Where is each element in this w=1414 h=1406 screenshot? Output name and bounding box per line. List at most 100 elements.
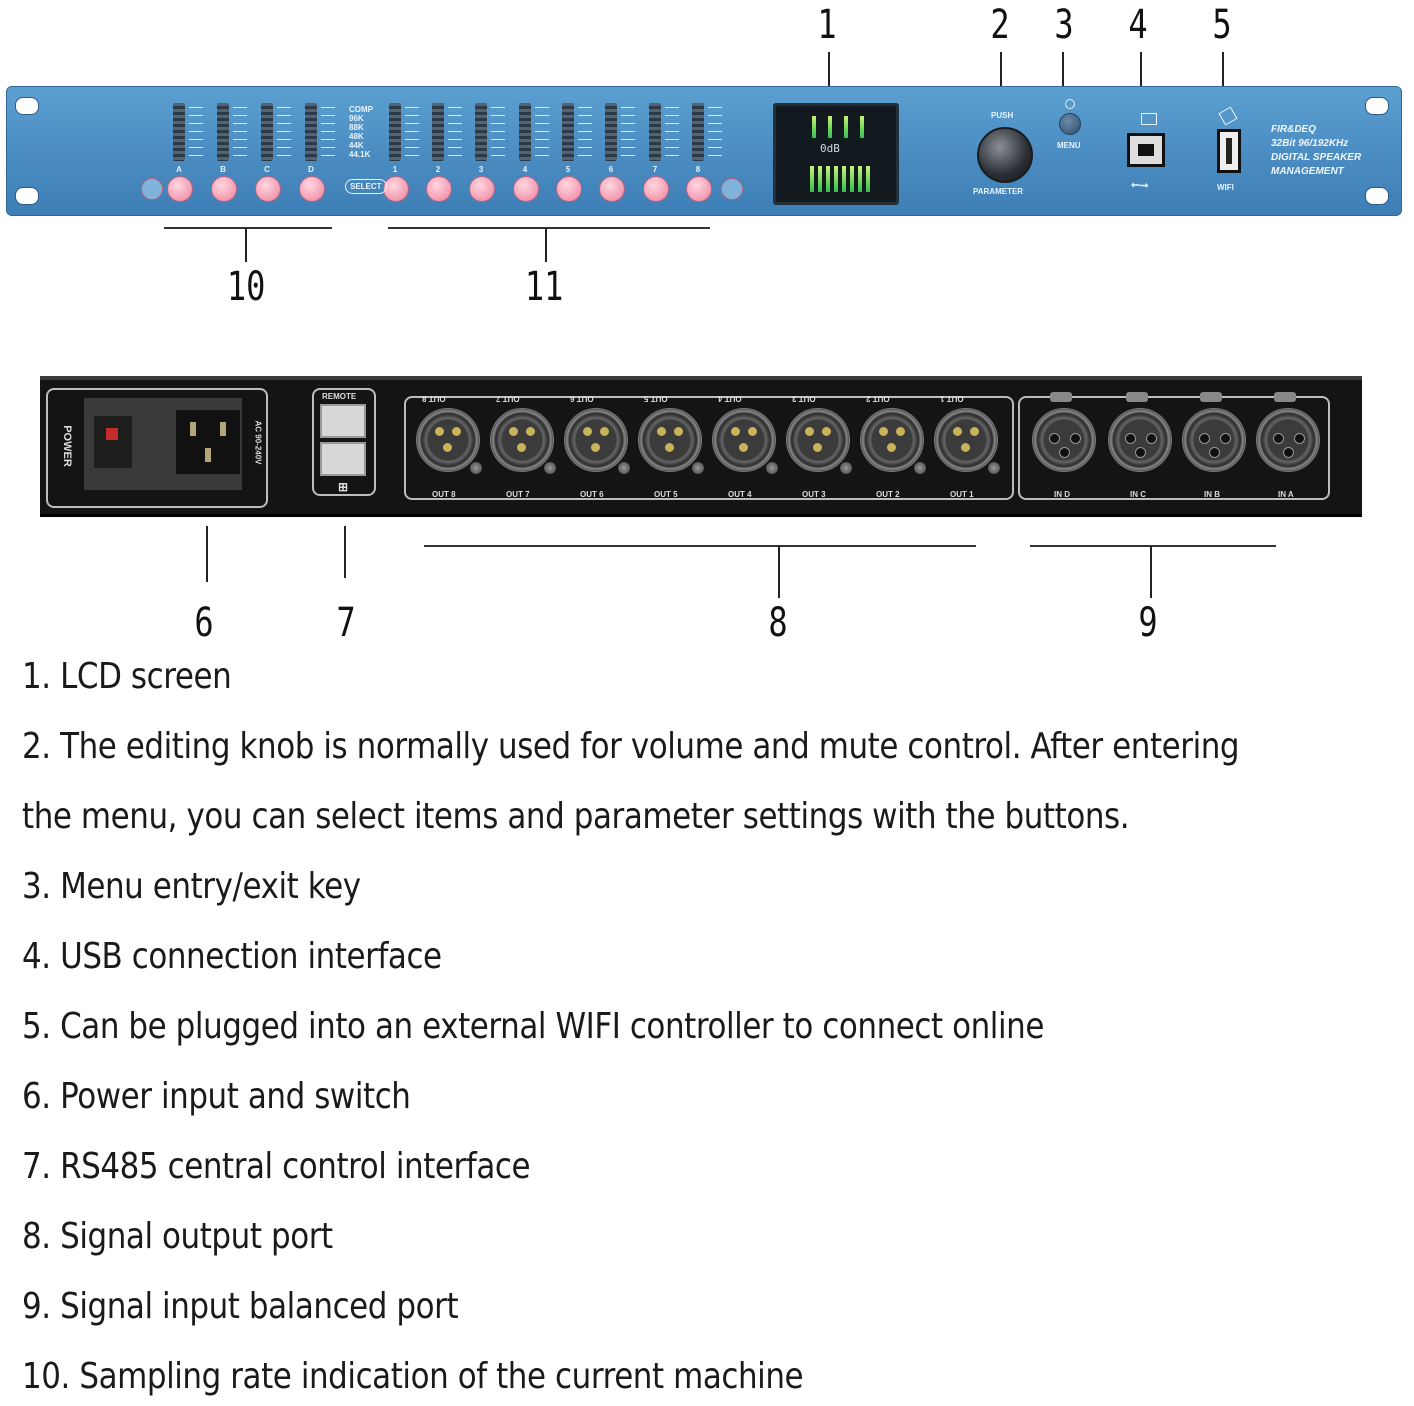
callout-5: 5: [1212, 2, 1232, 48]
output-label-flipped: OUT 3: [792, 394, 816, 403]
lcd-bar: [818, 166, 822, 192]
output-mute-button[interactable]: [469, 176, 495, 202]
xlr-male-output[interactable]: [860, 408, 924, 472]
output-mute-button[interactable]: [426, 176, 452, 202]
output-channel-label: 7: [652, 165, 658, 174]
brand-line: FIR&DEQ: [1271, 124, 1316, 135]
output-label: OUT 6: [580, 490, 604, 499]
output-mute-button[interactable]: [556, 176, 582, 202]
input-level-meter: [173, 103, 185, 161]
output-mute-button[interactable]: [513, 176, 539, 202]
rate-label: 44K: [349, 141, 364, 150]
input-label: IN A: [1278, 490, 1294, 499]
xlr-latch[interactable]: [1200, 392, 1222, 402]
xlr-pin: [805, 427, 814, 436]
xlr-male-output[interactable]: [638, 408, 702, 472]
xlr-male-output[interactable]: [934, 408, 998, 472]
leader-line-8: [778, 546, 780, 598]
output-mute-button[interactable]: [599, 176, 625, 202]
input-label: IN B: [1204, 490, 1220, 499]
menu-led: [1065, 99, 1075, 109]
input-mute-button[interactable]: [299, 176, 325, 202]
usb-b-port-inner: [1138, 144, 1154, 156]
usb-b-port[interactable]: [1127, 133, 1165, 167]
brand-line: 32Bit 96/192KHz: [1271, 138, 1349, 149]
xlr-male-output[interactable]: [416, 408, 480, 472]
lcd-bar: [826, 166, 830, 192]
bracket-9: [1030, 545, 1276, 547]
callout-3: 3: [1054, 2, 1074, 48]
brand-text: FIR&DEQ 32Bit 96/192KHz DIGITAL SPEAKER …: [1271, 123, 1391, 179]
output-label-flipped: OUT 1: [940, 394, 964, 403]
xlr-male-output[interactable]: [564, 408, 628, 472]
iec-power-inlet[interactable]: [176, 410, 240, 474]
select-badge: SELECT: [345, 179, 387, 194]
menu-button[interactable]: [1059, 113, 1081, 135]
leader-line-9: [1150, 546, 1152, 598]
xlr-female-input[interactable]: [1256, 408, 1320, 472]
output-label: OUT 7: [506, 490, 530, 499]
output-channel-label: 1: [392, 165, 398, 174]
wifi-dongle-icon: [1218, 106, 1238, 126]
output-channel-label: 4: [522, 165, 528, 174]
bracket-10: [164, 227, 332, 229]
screw: [470, 462, 482, 474]
output-section: [404, 396, 1014, 500]
caption-8: 8. Signal output port: [22, 1216, 333, 1257]
wifi-label: WIFI: [1217, 183, 1234, 192]
xlr-female-input[interactable]: [1182, 408, 1246, 472]
xlr-latch[interactable]: [1274, 392, 1296, 402]
input-label: IN D: [1054, 490, 1070, 499]
xlr-pin: [879, 427, 888, 436]
rj45-port[interactable]: [320, 442, 366, 476]
xlr-latch[interactable]: [1050, 392, 1072, 402]
callout-9: 9: [1138, 600, 1158, 646]
xlr-pin: [970, 427, 979, 436]
meter-scale: [621, 107, 635, 159]
input-level-meter: [261, 103, 273, 161]
output-mute-button[interactable]: [383, 176, 409, 202]
xlr-pin: [961, 443, 970, 452]
meter-scale: [535, 107, 549, 159]
xlr-male-output[interactable]: [712, 408, 776, 472]
leader-line-10: [245, 228, 247, 262]
output-label-flipped: OUT 7: [496, 394, 520, 403]
xlr-socket-hole: [1070, 433, 1081, 444]
meter-scale: [665, 107, 679, 159]
parameter-knob[interactable]: [977, 127, 1033, 183]
xlr-pin: [435, 427, 444, 436]
output-mute-button[interactable]: [686, 176, 712, 202]
output-level-meter: [649, 103, 661, 161]
xlr-socket-hole: [1125, 433, 1136, 444]
meter-scale: [189, 107, 203, 159]
input-mute-button[interactable]: [167, 176, 193, 202]
xlr-female-input[interactable]: [1108, 408, 1172, 472]
xlr-pin: [748, 427, 757, 436]
screw: [692, 462, 704, 474]
xlr-socket-hole: [1220, 433, 1231, 444]
output-label: OUT 3: [802, 490, 826, 499]
xlr-male-output[interactable]: [786, 408, 850, 472]
input-mute-button[interactable]: [255, 176, 281, 202]
input-level-meter: [217, 103, 229, 161]
power-switch[interactable]: [94, 416, 132, 468]
xlr-female-input[interactable]: [1032, 408, 1096, 472]
xlr-pin: [509, 427, 518, 436]
knob-parameter-label: PARAMETER: [973, 187, 1024, 196]
output-mute-button[interactable]: [643, 176, 669, 202]
input-mute-button[interactable]: [211, 176, 237, 202]
rate-label: 44.1K: [349, 150, 371, 159]
xlr-latch[interactable]: [1126, 392, 1148, 402]
power-module: [84, 398, 242, 490]
lcd-value: 0dB: [820, 142, 840, 155]
lcd-bar: [858, 166, 862, 192]
xlr-pin: [822, 427, 831, 436]
xlr-socket-hole: [1283, 447, 1294, 458]
usb-a-wifi-port[interactable]: [1217, 129, 1241, 173]
rate-label: 48K: [349, 132, 364, 141]
power-label: POWER: [60, 425, 73, 467]
xlr-male-output[interactable]: [490, 408, 554, 472]
xlr-pin: [674, 427, 683, 436]
leader-line-11: [545, 228, 547, 262]
rj45-port[interactable]: [320, 404, 366, 438]
